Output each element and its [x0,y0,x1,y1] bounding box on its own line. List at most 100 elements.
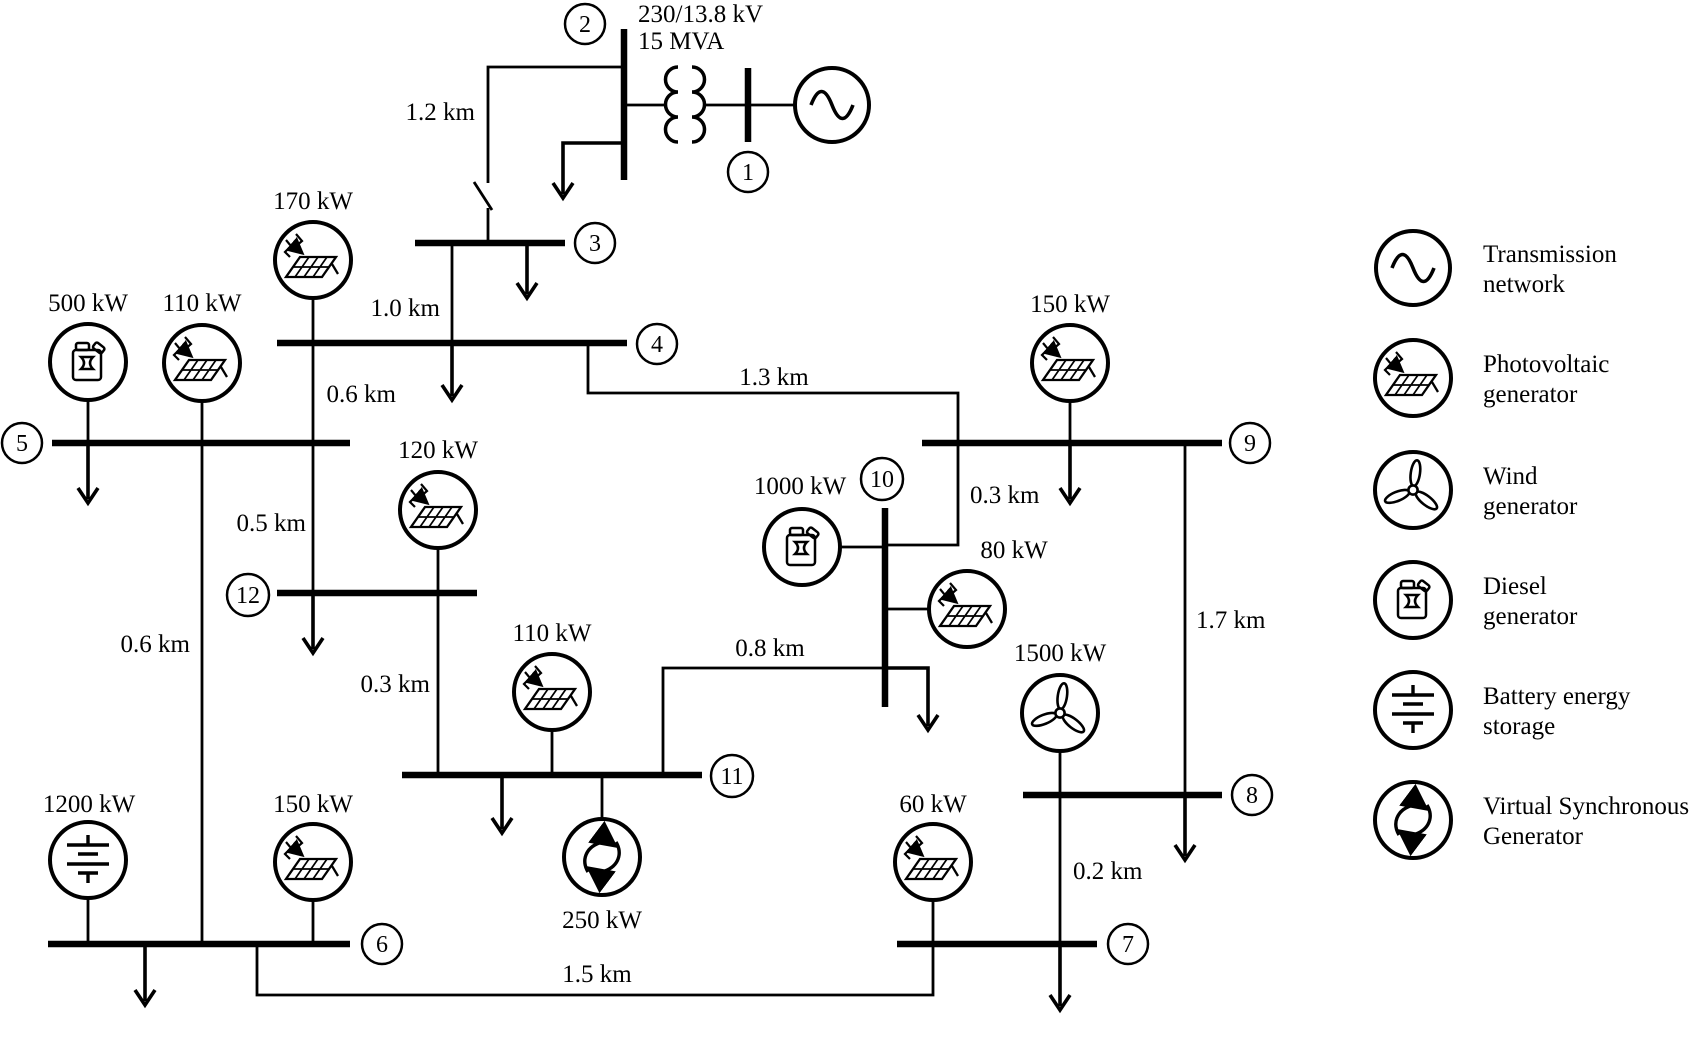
wind-generator-icon [1020,673,1100,753]
bus-number: 6 [376,932,388,958]
generator-power-label: 60 kW [899,791,967,818]
battery-energy-storage-icon [1373,670,1453,750]
bus-number: 2 [579,12,591,38]
generator-power-label: 80 kW [980,537,1048,564]
legend-label: generator [1483,493,1578,520]
line-11-10 [661,666,885,775]
line-length-label: 0.6 km [327,381,397,408]
legend-label: Battery energy [1483,683,1631,710]
bus-number: 8 [1246,783,1258,809]
bus-number: 12 [236,583,260,609]
generator-power-label: 110 kW [163,290,242,317]
bus-number-labels: 1 2 3 4 5 6 7 8 9 10 11 12 [0,2,1274,966]
legend-item-virtual-synchronous-generator: Virtual Synchronous Generator [1375,782,1689,858]
legend-label: network [1483,271,1565,298]
bus-label-5: 5 [0,421,44,465]
load-arrow-bus-9 [1058,443,1082,507]
transformer-rating-label: 15 MVA [638,28,724,55]
line-length-label: 1.5 km [562,961,632,988]
transmission-network-icon [1374,229,1452,307]
load-arrow-bus-11 [490,775,514,837]
line-4-9 [586,343,960,443]
bus-label-7: 7 [1106,922,1150,966]
bus-number: 4 [651,332,663,358]
photovoltaic-generator-icon [1375,340,1451,416]
disconnect-switch-icon [472,181,494,211]
legend-label: Diesel [1483,573,1547,600]
load-arrow-bus-8 [1173,795,1197,864]
line-length-label: 1.7 km [1196,607,1266,634]
legend-label: generator [1483,603,1578,630]
legend-label: generator [1483,381,1578,408]
legend-item-photovoltaic-generator: Photovoltaic generator [1375,340,1609,416]
legend-item-transmission-network: Transmission network [1374,229,1617,307]
generator-power-label: 170 kW [273,188,353,215]
bus-number: 10 [870,467,894,493]
generator-power-label: 120 kW [398,437,478,464]
bus-label-10: 10 [859,456,905,502]
legend-label: Generator [1483,823,1584,850]
virtual-synchronous-generator-icon [1375,782,1451,858]
load-arrow-bus-6 [133,944,157,1009]
line-length-label: 0.5 km [237,510,307,537]
line-length-label: 1.0 km [371,295,441,322]
bus-number: 1 [742,160,754,186]
diesel-generator-icon [1373,560,1453,640]
line-length-label: 0.3 km [970,482,1040,509]
legend-label: Virtual Synchronous [1483,793,1689,820]
line-length-label: 1.3 km [739,364,809,391]
line-9-10 [885,443,960,547]
generator-power-label: 1000 kW [754,473,847,500]
load-arrow-bus-7 [1048,944,1072,1014]
line-2-3-upper [486,65,624,183]
virtual-synchronous-generator-icon [564,819,640,895]
photovoltaic-generator-icon [514,654,590,730]
load-arrow-bus-4 [440,343,464,404]
photovoltaic-generator-icon [1032,325,1108,401]
load-arrow-bus-3 [515,243,539,302]
load-arrow-bus-10 [885,666,940,734]
legend-label: Photovoltaic [1483,351,1609,378]
transformer-voltage-label: 230/13.8 kV [638,1,763,28]
battery-energy-storage-icon [48,820,128,900]
line-length-labels: 1.2 km 1.0 km 0.6 km 1.3 km 0.5 km 0.6 k… [121,99,1266,988]
generator-power-label: 150 kW [1030,291,1110,318]
bus-label-9: 9 [1228,421,1272,465]
load-arrow-bus-12 [301,593,325,657]
bus-number: 3 [589,231,601,257]
load-arrow-bus-2 [551,141,624,202]
bus-number: 5 [16,431,28,457]
line-length-label: 1.2 km [406,99,476,126]
legend-label: Transmission [1483,241,1617,268]
bus-label-12: 12 [225,572,271,618]
legend-item-wind-generator: Wind generator [1373,450,1578,530]
bus-label-6: 6 [360,922,404,966]
generator-power-label: 1500 kW [1014,640,1107,667]
legend-item-battery-energy-storage: Battery energy storage [1373,670,1631,750]
legend-label: storage [1483,713,1555,740]
line-6-7 [255,944,935,997]
line-length-label: 0.6 km [121,631,191,658]
generator-power-label: 150 kW [273,791,353,818]
generator-power-label: 250 kW [562,907,642,934]
legend-label: Wind [1483,463,1538,490]
bus-number: 7 [1122,932,1134,958]
bus-label-8: 8 [1230,773,1274,817]
load-arrows [76,141,1197,1014]
photovoltaic-generator-icon [895,824,971,900]
photovoltaic-generator-icon [275,222,351,298]
photovoltaic-generator-icon [400,472,476,548]
wind-generator-icon [1373,450,1453,530]
diesel-generator-icon [48,322,128,402]
generator-power-label: 1200 kW [43,791,136,818]
bus-bars [48,29,1222,948]
bus-number: 9 [1244,431,1256,457]
legend: Transmission network Photovoltaic genera… [1373,229,1689,858]
photovoltaic-generator-icon [929,571,1005,647]
photovoltaic-generator-icon [164,325,240,401]
feeder-lines [200,65,1187,997]
legend-item-diesel-generator: Diesel generator [1373,560,1578,640]
bus-label-2: 2 [563,2,607,46]
